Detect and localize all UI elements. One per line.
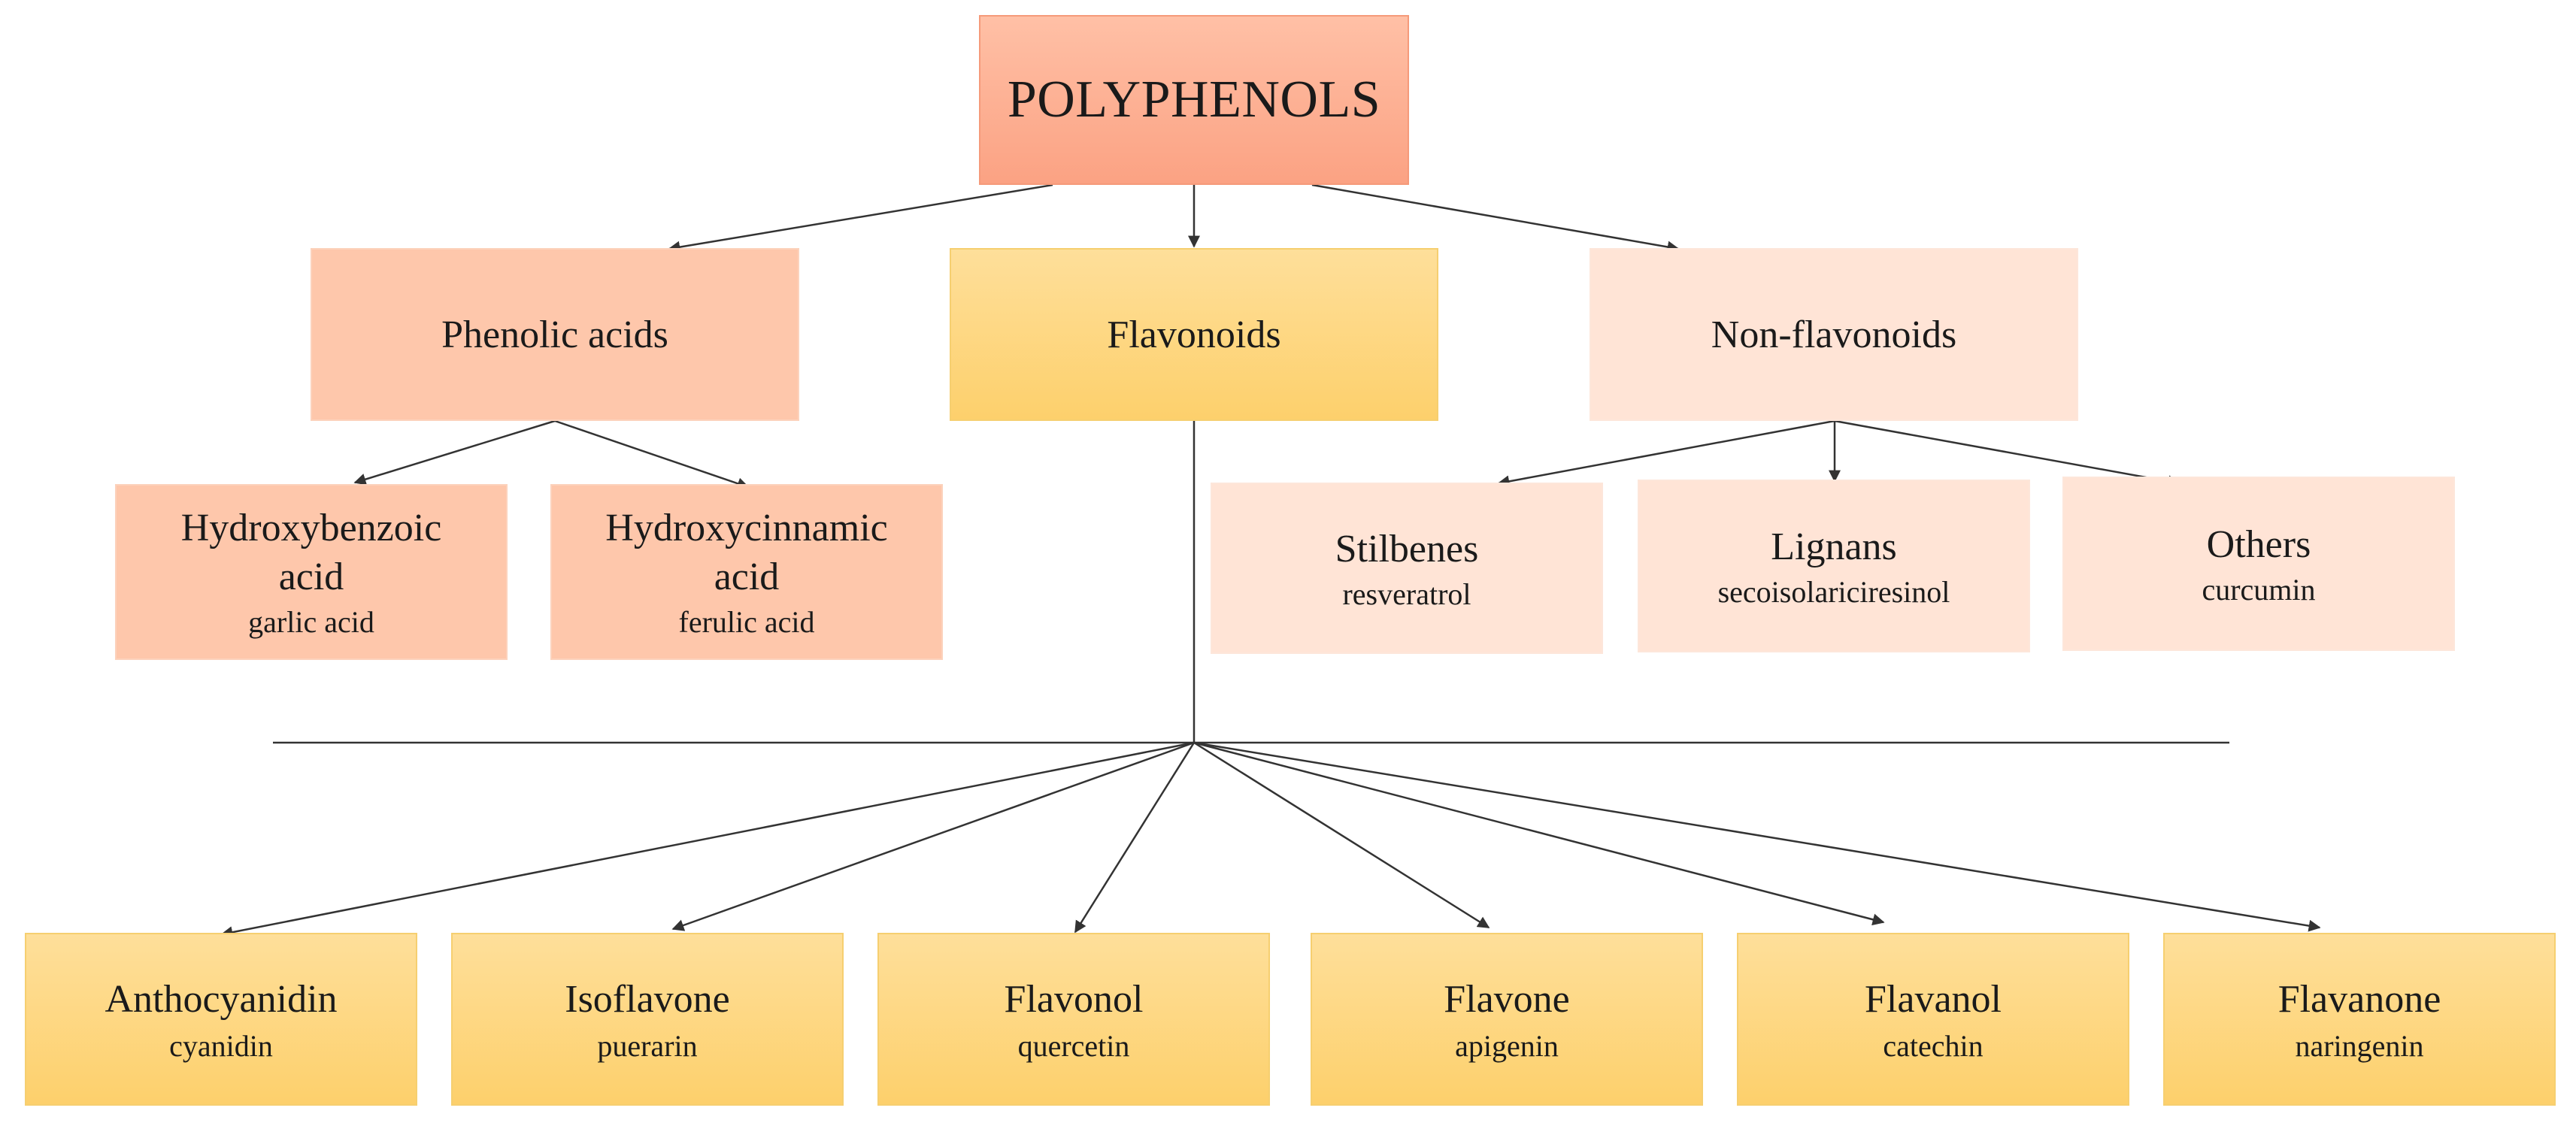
subclass-name: Flavonol bbox=[1004, 977, 1144, 1021]
flavonoid-node-flavanone: Flavanone naringenin bbox=[2163, 933, 2556, 1106]
subclass-node-hydroxybenzoic-acid: Hydroxybenzoic acid garlic acid bbox=[115, 484, 508, 660]
subclass-example: quercetin bbox=[1017, 1028, 1130, 1063]
arrow-flavonoids-to-flavonol bbox=[1074, 742, 1196, 934]
class-node-phenolic-acids: Phenolic acids bbox=[311, 248, 799, 421]
subclass-name: Hydroxycinnamic acid bbox=[605, 507, 888, 598]
class-node-label: Non-flavonoids bbox=[1711, 313, 1957, 356]
subclass-name: Isoflavone bbox=[565, 977, 730, 1021]
arrow-flavonoids-to-isoflavone bbox=[671, 741, 1195, 931]
subclass-example: resveratrol bbox=[1342, 577, 1471, 611]
subclass-example: catechin bbox=[1883, 1028, 1984, 1063]
root-node-label: POLYPHENOLS bbox=[1007, 71, 1381, 129]
subclass-example: garlic acid bbox=[248, 605, 374, 639]
subclass-example: naringenin bbox=[2295, 1028, 2424, 1063]
subclass-node-hydroxycinnamic-acid: Hydroxycinnamic acid ferulic acid bbox=[550, 484, 943, 660]
arrow-phenolic-to-hydroxycinnamic bbox=[554, 419, 750, 489]
flavonoid-node-flavanol: Flavanol catechin bbox=[1737, 933, 2129, 1106]
flavonoid-node-isoflavone: Isoflavone puerarin bbox=[451, 933, 844, 1106]
arrow-flavonoids-to-flavanone bbox=[1193, 741, 2321, 932]
class-node-flavonoids: Flavonoids bbox=[950, 248, 1438, 421]
arrow-nonflavonoids-to-others bbox=[1834, 419, 2181, 488]
subclass-name: Stilbenes bbox=[1335, 527, 1479, 571]
class-node-non-flavonoids: Non-flavonoids bbox=[1590, 248, 2078, 421]
subclass-node-others: Others curcumin bbox=[2062, 477, 2455, 651]
class-node-label: Flavonoids bbox=[1107, 313, 1281, 356]
flavonoid-node-flavonol: Flavonol quercetin bbox=[877, 933, 1270, 1106]
subclass-example: secoisolariciresinol bbox=[1717, 574, 1950, 609]
subclass-example: ferulic acid bbox=[678, 605, 815, 639]
subclass-example: cyanidin bbox=[169, 1028, 273, 1063]
arrow-flavonoids-to-flavone bbox=[1193, 741, 1490, 929]
subclass-name: Anthocyanidin bbox=[105, 977, 338, 1021]
subclass-example: curcumin bbox=[2202, 572, 2316, 607]
subclass-node-stilbenes: Stilbenes resveratrol bbox=[1211, 483, 1603, 654]
root-node-polyphenols: POLYPHENOLS bbox=[979, 15, 1409, 185]
subclass-name: Lignans bbox=[1771, 525, 1897, 568]
subclass-name: Hydroxybenzoic acid bbox=[180, 507, 442, 598]
subclass-name: Others bbox=[2206, 522, 2311, 566]
arrow-nonflavonoids-to-stilbenes bbox=[1497, 419, 1835, 488]
subclass-node-lignans: Lignans secoisolariciresinol bbox=[1638, 480, 2030, 652]
arrow-flavonoids-to-flavanol bbox=[1193, 741, 1885, 926]
subclass-name: Flavanone bbox=[2277, 977, 2441, 1021]
flavonoid-node-anthocyanidin: Anthocyanidin cyanidin bbox=[25, 933, 417, 1106]
subclass-example: puerarin bbox=[597, 1028, 698, 1063]
class-node-label: Phenolic acids bbox=[441, 313, 668, 356]
arrow-root-to-nonflavonoids bbox=[1311, 183, 1680, 253]
arrow-flavonoids-to-anthocyanidin bbox=[220, 741, 1195, 939]
arrow-root-to-phenolic bbox=[668, 183, 1053, 253]
arrow-phenolic-to-hydroxybenzoic bbox=[353, 419, 556, 486]
subclass-example: apigenin bbox=[1455, 1028, 1559, 1063]
flavonoid-node-flavone: Flavone apigenin bbox=[1311, 933, 1703, 1106]
subclass-name: Flavone bbox=[1444, 977, 1570, 1021]
subclass-name: Flavanol bbox=[1865, 977, 2002, 1021]
